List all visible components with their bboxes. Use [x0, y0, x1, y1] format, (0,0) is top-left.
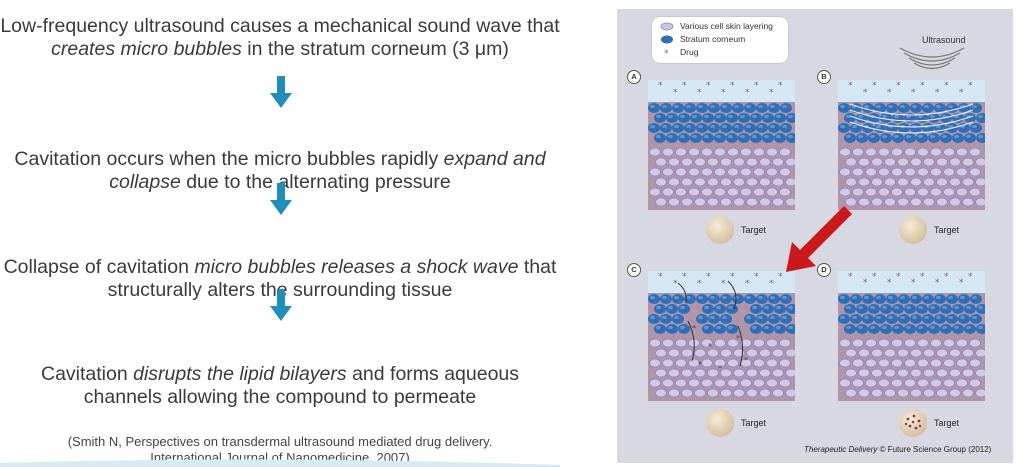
- svg-text:*: *: [745, 88, 750, 98]
- ultrasound-waves-icon: [899, 47, 965, 70]
- svg-text:*: *: [887, 278, 892, 288]
- svg-text:*: *: [959, 278, 964, 288]
- svg-text:*: *: [708, 342, 712, 351]
- panel-a: * * * * * * * * * * *: [648, 80, 795, 210]
- svg-text:*: *: [658, 81, 663, 91]
- svg-text:*: *: [706, 81, 711, 91]
- target-label: Target: [741, 418, 767, 428]
- svg-text:*: *: [692, 324, 696, 333]
- target-icon: [706, 216, 734, 244]
- step-4-text: Cavitation disrupts the lipid bilayers a…: [40, 363, 520, 408]
- svg-text:*: *: [968, 81, 973, 91]
- down-arrow-icon: [270, 289, 292, 321]
- svg-text:*: *: [896, 81, 901, 91]
- target-icon: [899, 216, 927, 244]
- panel-label-d: D: [817, 263, 831, 277]
- svg-text:*: *: [754, 81, 759, 91]
- panel-label-a: A: [627, 70, 641, 84]
- legend-label: Stratum corneum: [680, 34, 746, 44]
- svg-text:*: *: [673, 88, 678, 98]
- svg-text:*: *: [754, 272, 759, 282]
- panel-label-c: C: [627, 263, 641, 277]
- svg-text:*: *: [778, 272, 783, 282]
- target-label: Target: [934, 225, 960, 235]
- svg-text:*: *: [682, 81, 687, 91]
- step-2-text: Cavitation occurs when the micro bubbles…: [14, 148, 546, 193]
- svg-text:*: *: [778, 81, 783, 91]
- skin-cross-section: * * * * * * * * * * *: [838, 271, 985, 401]
- skin-cross-section: * * * * * * * * * * * * * * * * *: [648, 271, 795, 401]
- svg-text:*: *: [863, 88, 868, 98]
- step-1-text: Low-frequency ultrasound causes a mechan…: [0, 15, 560, 60]
- svg-text:*: *: [872, 81, 877, 91]
- svg-text:*: *: [744, 356, 748, 365]
- figure-legend: Various cell skin layering Stratum corne…: [651, 16, 789, 64]
- red-arrow-icon: [786, 206, 852, 272]
- copyright-text: Therapeutic Delivery © Future Science Gr…: [804, 445, 992, 454]
- panel-d: * * * * * * * * * * *: [838, 271, 985, 401]
- svg-text:*: *: [664, 49, 669, 57]
- svg-text:*: *: [682, 272, 687, 282]
- svg-text:*: *: [706, 272, 711, 282]
- svg-text:*: *: [769, 88, 774, 98]
- svg-text:*: *: [968, 272, 973, 282]
- svg-text:*: *: [935, 278, 940, 288]
- svg-text:*: *: [935, 88, 940, 98]
- svg-text:*: *: [887, 88, 892, 98]
- svg-text:*: *: [959, 88, 964, 98]
- panel-c: * * * * * * * * * * * * * * * * *: [648, 271, 795, 401]
- svg-text:*: *: [745, 279, 750, 289]
- target-icon: [706, 409, 734, 437]
- down-arrow-icon: [270, 76, 292, 108]
- legend-label: Drug: [680, 47, 699, 57]
- svg-text:*: *: [911, 278, 916, 288]
- svg-text:*: *: [718, 364, 722, 373]
- svg-text:*: *: [673, 279, 678, 289]
- target-label: Target: [934, 418, 960, 428]
- down-arrow-icon: [270, 183, 292, 215]
- panel-label-b: B: [817, 70, 831, 84]
- svg-text:*: *: [730, 81, 735, 91]
- svg-text:*: *: [911, 88, 916, 98]
- svg-text:*: *: [920, 272, 925, 282]
- svg-text:*: *: [730, 272, 735, 282]
- svg-text:*: *: [698, 360, 702, 369]
- ultrasound-label: Ultrasound: [922, 35, 966, 45]
- drug-swatch-icon: *: [664, 49, 669, 57]
- decorative-wave: [0, 459, 560, 467]
- svg-text:*: *: [848, 272, 853, 282]
- svg-text:*: *: [872, 272, 877, 282]
- svg-text:*: *: [863, 278, 868, 288]
- panel-b: * * * * * * * * * * *: [838, 80, 985, 210]
- svg-text:*: *: [697, 279, 702, 289]
- svg-text:*: *: [848, 81, 853, 91]
- svg-text:*: *: [721, 88, 726, 98]
- skin-cross-section: * * * * * * * * * * *: [838, 80, 985, 210]
- legend-label: Various cell skin layering: [680, 21, 773, 31]
- svg-text:*: *: [697, 88, 702, 98]
- svg-text:*: *: [944, 81, 949, 91]
- svg-text:*: *: [944, 272, 949, 282]
- svg-text:*: *: [920, 81, 925, 91]
- svg-text:*: *: [721, 279, 726, 289]
- svg-text:*: *: [658, 272, 663, 282]
- skin-cross-section: * * * * * * * * * * *: [648, 80, 795, 210]
- target-drug-filled-icon: [899, 409, 927, 437]
- svg-text:*: *: [769, 279, 774, 289]
- target-label: Target: [741, 225, 767, 235]
- svg-text:*: *: [736, 334, 740, 343]
- stratum-corneum-swatch-icon: [661, 35, 673, 44]
- svg-text:*: *: [896, 272, 901, 282]
- cell-layer-swatch-icon: [660, 22, 674, 31]
